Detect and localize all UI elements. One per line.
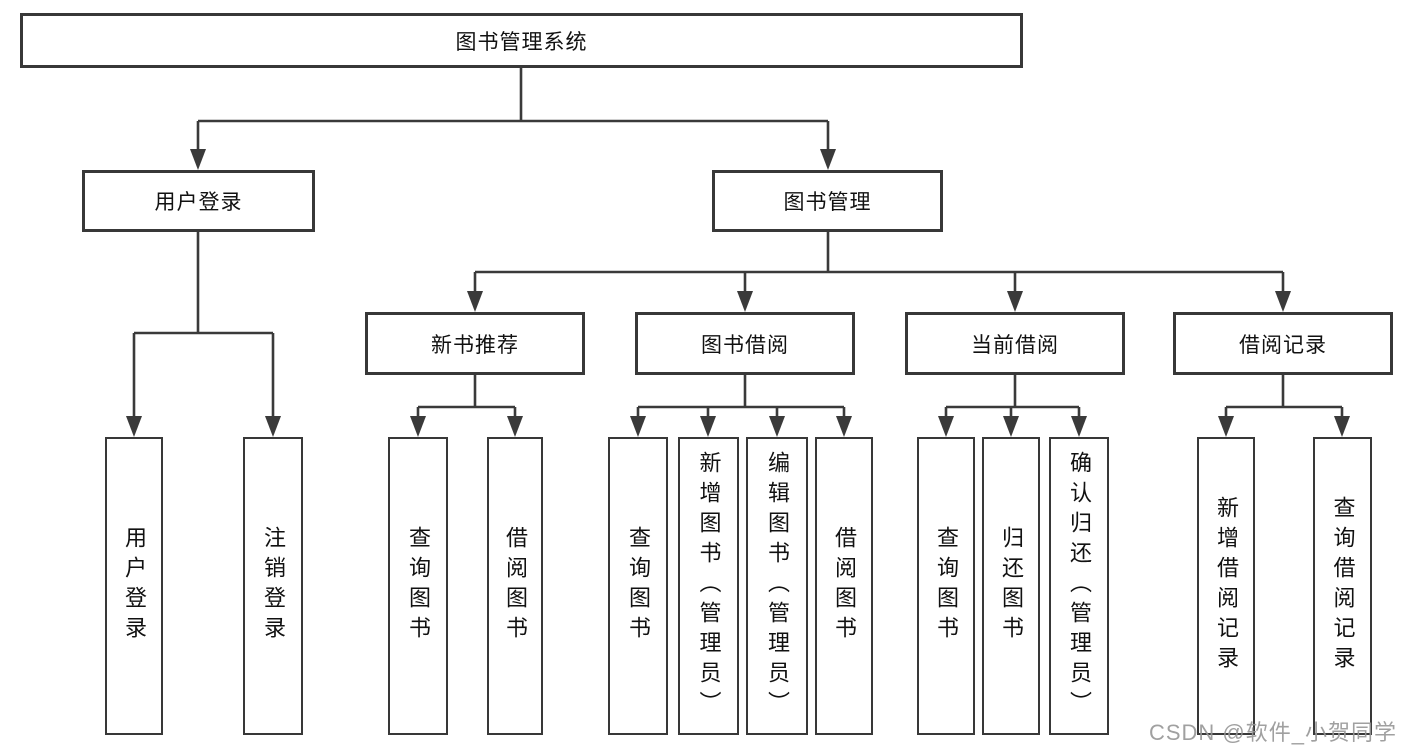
node-label: 查询图书 (406, 526, 431, 646)
node-label: 当前借阅 (971, 333, 1059, 357)
leaf-add-borrow-record: 新增借阅记录 (1197, 437, 1255, 735)
node-label: 查询图书 (626, 526, 651, 646)
node-new-book-recommend: 新书推荐 (365, 312, 585, 375)
leaf-query-books-1: 查询图书 (388, 437, 448, 735)
node-label: 确认归还（管理员） (1067, 451, 1092, 721)
node-label: 归还图书 (999, 526, 1024, 646)
node-book-borrowing: 图书借阅 (635, 312, 855, 375)
node-label: 图书管理 (783, 191, 872, 214)
node-label: 新增借阅记录 (1214, 496, 1239, 676)
node-label: 注销登录 (261, 526, 286, 646)
node-label: 查询借阅记录 (1330, 496, 1356, 676)
leaf-user-login: 用户登录 (105, 437, 163, 735)
node-label: 查询图书 (934, 526, 959, 646)
node-current-borrowing: 当前借阅 (905, 312, 1125, 375)
node-label: 图书管理系统 (455, 30, 588, 54)
leaf-borrow-books-1: 借阅图书 (487, 437, 543, 735)
leaf-return-books: 归还图书 (982, 437, 1040, 735)
leaf-add-book-admin: 新增图书（管理员） (678, 437, 739, 735)
leaf-edit-book-admin: 编辑图书（管理员） (746, 437, 808, 735)
node-label: 新书推荐 (431, 333, 519, 357)
node-borrowing-records: 借阅记录 (1173, 312, 1393, 375)
leaf-confirm-return-admin: 确认归还（管理员） (1049, 437, 1109, 735)
leaf-borrow-books-2: 借阅图书 (815, 437, 873, 735)
node-label: 借阅图书 (832, 526, 857, 646)
node-label: 用户登录 (122, 526, 147, 646)
node-user-login: 用户登录 (82, 170, 315, 232)
node-library-system: 图书管理系统 (20, 13, 1023, 68)
node-label: 新增图书（管理员） (696, 451, 722, 721)
node-book-management: 图书管理 (712, 170, 943, 232)
node-label: 编辑图书（管理员） (765, 451, 790, 721)
leaf-logout: 注销登录 (243, 437, 303, 735)
leaf-query-books-2: 查询图书 (608, 437, 668, 735)
node-label: 图书借阅 (701, 333, 789, 357)
leaf-query-borrow-record: 查询借阅记录 (1313, 437, 1372, 735)
node-label: 借阅图书 (503, 526, 528, 646)
node-label: 用户登录 (154, 191, 243, 214)
csdn-watermark: CSDN @软件_小贺同学 (1148, 720, 1397, 745)
leaf-query-books-3: 查询图书 (917, 437, 975, 735)
node-label: 借阅记录 (1239, 333, 1327, 357)
